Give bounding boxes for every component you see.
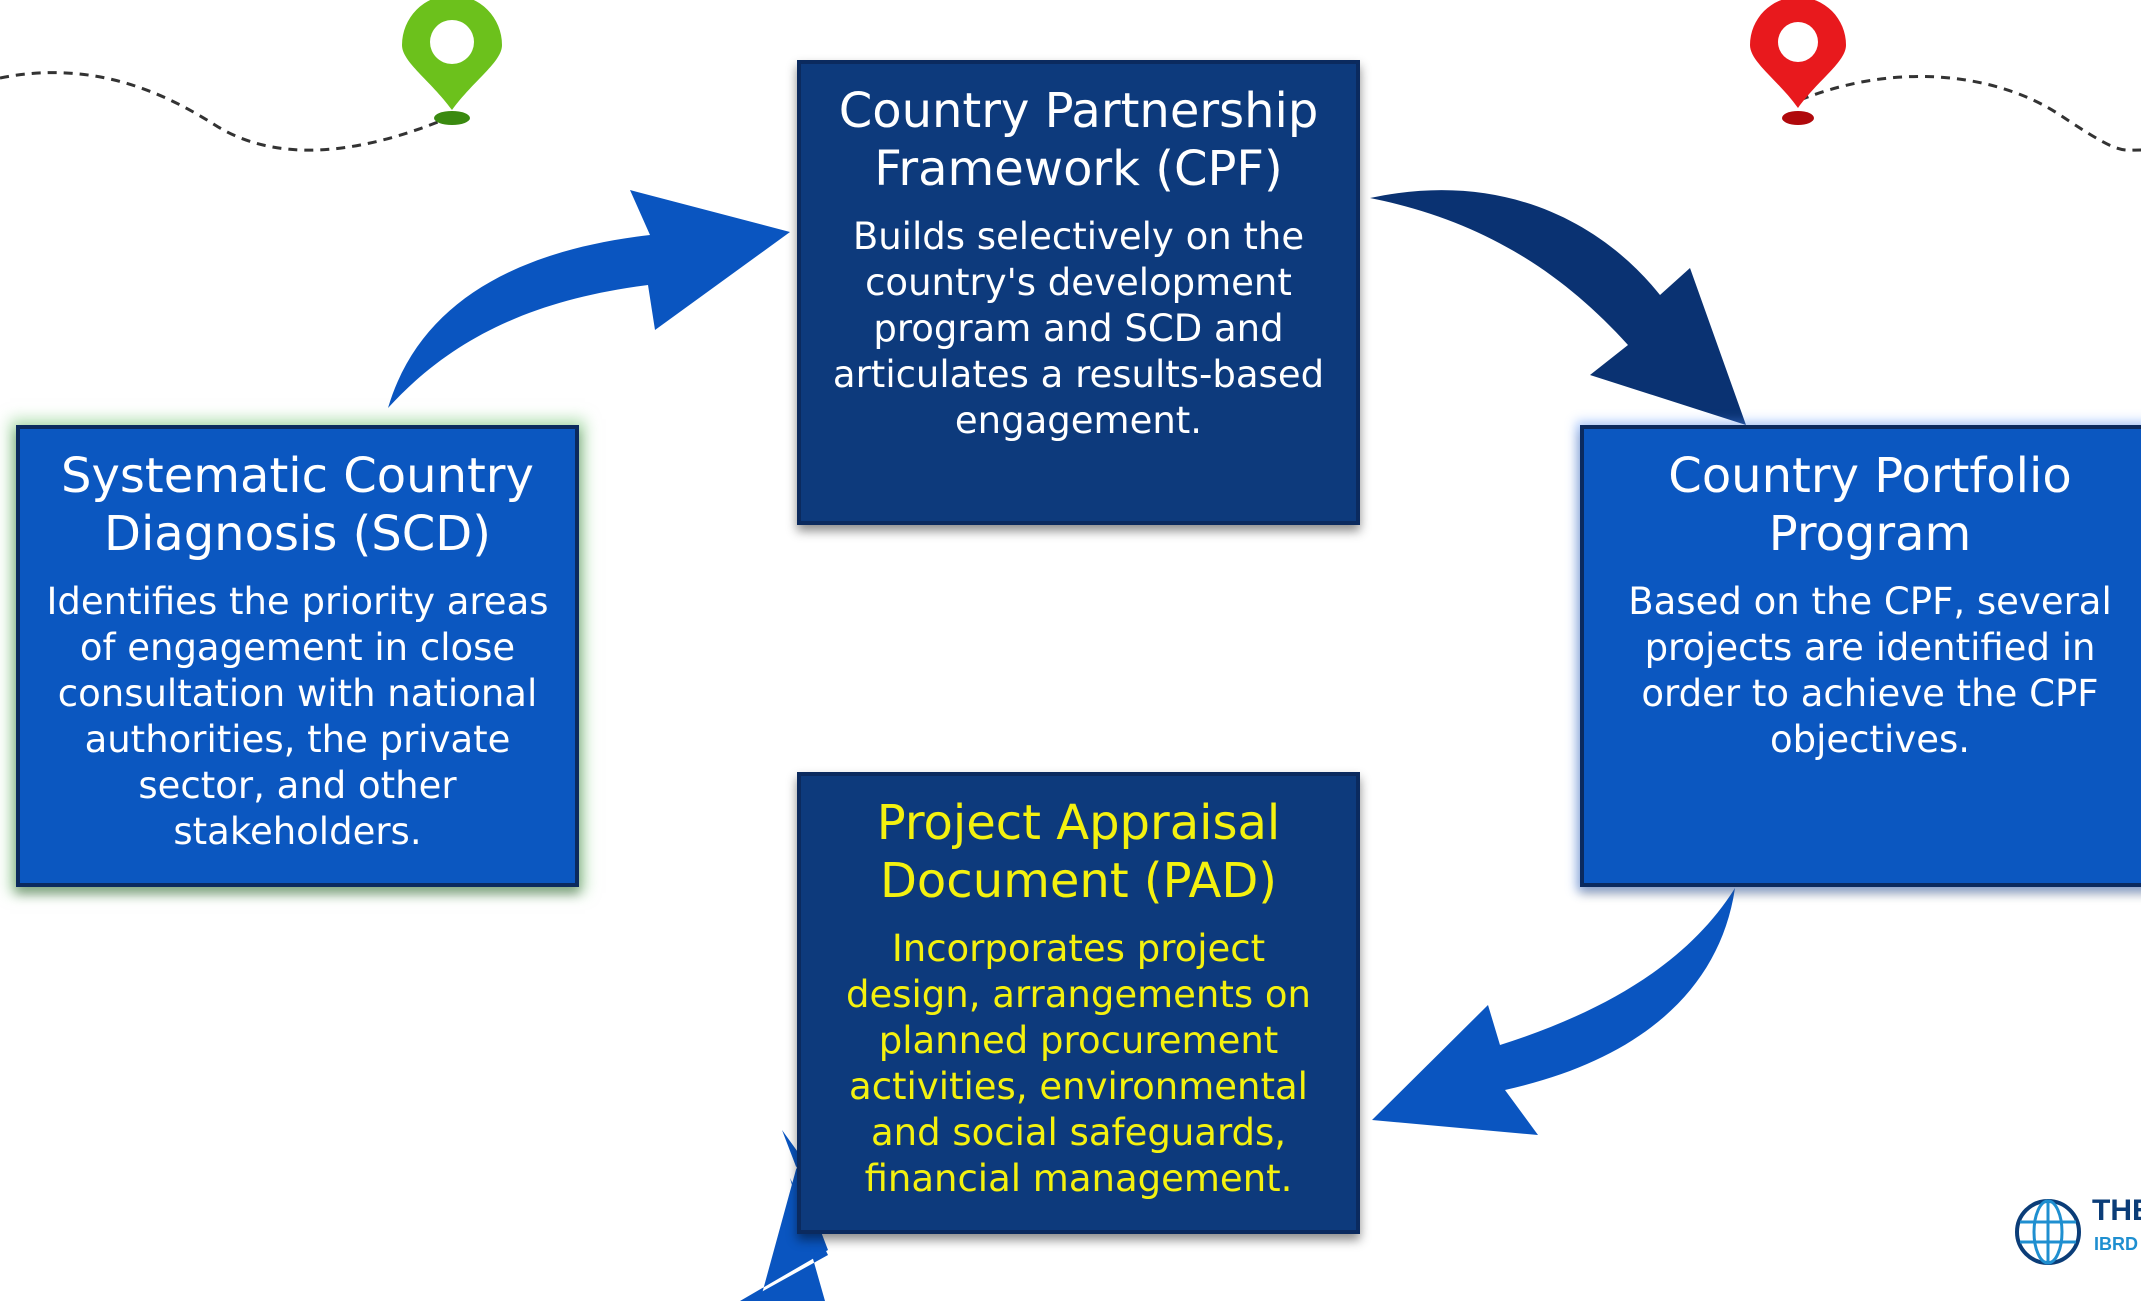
arrow-pad-to-next [740, 1130, 828, 1301]
location-pin-green-icon [402, 0, 502, 125]
location-pin-red-icon [1750, 0, 1846, 125]
pad-description: Incorporates project design, arrangement… [846, 927, 1311, 1200]
world-bank-globe-icon [2015, 1199, 2081, 1265]
arrow-cpp-to-pad [1372, 888, 1735, 1135]
cpf-description: Builds selectively on the country's deve… [832, 215, 1325, 442]
cpp-title: Country Portfolio Program [1668, 448, 2072, 562]
world-bank-logo: THE IBRD · [2012, 1192, 2141, 1272]
box-scd: Systematic Country Diagnosis (SCD) Ident… [16, 425, 579, 887]
box-country-portfolio: Country Portfolio Program Based on the C… [1580, 425, 2141, 887]
arrow-cpf-to-cpp [1370, 190, 1746, 425]
pad-title: Project Appraisal Document (PAD) [876, 795, 1281, 909]
box-cpf: Country Partnership Framework (CPF) Buil… [797, 60, 1360, 525]
scd-description: Identifies the priority areas of engagem… [46, 580, 549, 853]
route-line-start [0, 71, 456, 152]
arrow-scd-to-cpf [388, 190, 790, 408]
cpf-title: Country Partnership Framework (CPF) [838, 83, 1319, 197]
logo-sub-text: IBRD · [2094, 1234, 2141, 1254]
box-pad: Project Appraisal Document (PAD) Incorpo… [797, 772, 1360, 1234]
cpp-description: Based on the CPF, several projects are i… [1628, 580, 2112, 761]
logo-brand-text: THE [2092, 1194, 2141, 1227]
scd-title: Systematic Country Diagnosis (SCD) [61, 448, 534, 562]
route-line-end [1799, 74, 2141, 152]
arrow-pad-to-next-head [745, 1178, 828, 1301]
